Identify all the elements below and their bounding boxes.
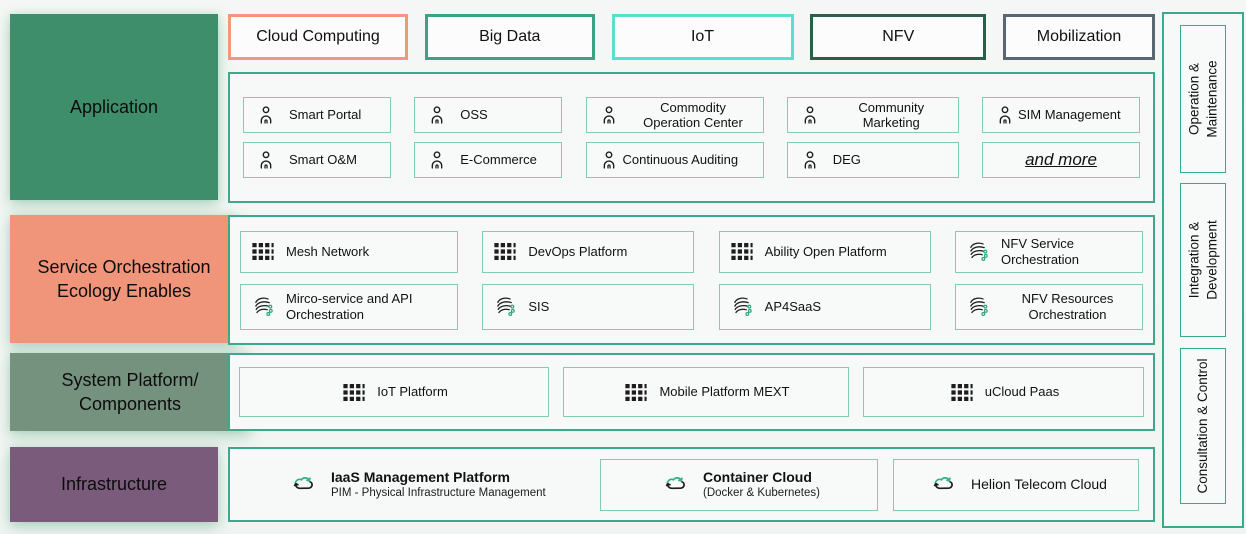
app-item-deg: DEG	[786, 142, 959, 178]
cloud-cycle-icon	[928, 474, 958, 495]
app-item-label: Smart Portal	[289, 107, 362, 123]
rail-box-operation-maintenance: Operation & Maintenance	[1180, 25, 1226, 173]
sys-item-label: IoT Platform	[377, 384, 448, 400]
sys-item-iot-platform: IoT Platform	[239, 367, 549, 417]
svc-item-label: AP4SaaS	[764, 298, 822, 314]
app-item-smart-portal: Smart Portal	[243, 97, 391, 133]
sys-item-mobile-platform-mext: Mobile Platform MEXT	[563, 367, 849, 417]
svc-item-devops-platform: DevOps Platform	[482, 230, 695, 273]
right-rail: Operation & Maintenance Integration & De…	[1162, 12, 1244, 528]
svc-item-nfv-resources-orchestration: NFV Resources Orchestration	[954, 283, 1143, 330]
app-item-label: DEG	[832, 152, 861, 168]
svc-item-label: NFV Resources Orchestration	[1021, 291, 1114, 322]
app-item-label: SIM Management	[1018, 107, 1121, 123]
rail-box-integration-development: Integration & Development	[1180, 183, 1226, 337]
service-mesh-icon	[494, 296, 516, 318]
grid-icon	[951, 384, 973, 401]
inf-item-title: Helion Telecom Cloud	[971, 475, 1107, 492]
technology-chips-row: Cloud Computing Big Data IoT NFV Mobiliz…	[228, 14, 1155, 60]
svc-item-label: DevOps Platform	[528, 243, 628, 259]
sys-item-ucloud-paas: uCloud Paas	[863, 367, 1144, 417]
layer-block-application: Application	[10, 14, 218, 200]
grid-icon	[731, 243, 753, 260]
chip-big-data: Big Data	[424, 14, 595, 60]
layer-block-system-platform: System Platform/ Components	[10, 353, 250, 431]
inf-item-subtitle: PIM - Physical Infrastructure Management	[331, 487, 546, 500]
chip-mobilization: Mobilization	[1003, 14, 1155, 60]
rail-box-consultation-control: Consultation & Control	[1180, 348, 1226, 504]
svc-item-label: Ability Open Platform	[764, 243, 887, 259]
app-item-and-more: and more	[982, 142, 1140, 178]
app-item-label: OSS	[460, 107, 488, 123]
svc-item-label: Mirco-service and API Orchestration	[286, 291, 413, 322]
person-icon	[598, 104, 620, 126]
cloud-cycle-icon	[288, 474, 318, 495]
svc-item-ap4saas: AP4SaaS	[718, 283, 931, 330]
app-item-e-commerce: E-Commerce	[414, 142, 563, 178]
svc-item-micro-service-api-orchestration: Mirco-service and API Orchestration	[240, 283, 458, 330]
svc-item-label: Mesh Network	[286, 243, 370, 259]
inf-item-container-cloud: Container Cloud (Docker & Kubernetes)	[599, 458, 878, 511]
chip-nfv: NFV	[810, 14, 987, 60]
app-item-label: Commodity Operation Center	[643, 99, 743, 130]
infrastructure-container: IaaS Management Platform PIM - Physical …	[228, 447, 1155, 522]
app-item-community-marketing: Community Marketing	[786, 97, 959, 133]
person-icon	[799, 104, 821, 126]
inf-item-title: Container Cloud	[703, 468, 812, 485]
service-orchestration-container: Mesh Network DevOps Platform Ability Ope…	[228, 215, 1155, 345]
grid-icon	[494, 243, 516, 260]
inf-item-subtitle: (Docker & Kubernetes)	[703, 487, 820, 500]
svc-item-ability-open-platform: Ability Open Platform	[718, 230, 931, 273]
app-item-label: Smart O&M	[289, 152, 357, 168]
svc-item-mesh-network: Mesh Network	[240, 230, 458, 273]
grid-icon	[252, 243, 274, 260]
service-mesh-icon	[731, 296, 753, 318]
app-item-label: Continuous Auditing	[622, 152, 739, 168]
svc-item-label: SIS	[528, 298, 550, 314]
layer-block-infrastructure: Infrastructure	[10, 447, 218, 522]
person-icon	[994, 104, 1016, 126]
svc-item-label: NFV Service Orchestration	[1000, 236, 1080, 267]
person-icon	[598, 149, 620, 171]
rail-label: Integration & Development	[1186, 220, 1219, 300]
person-icon	[799, 149, 821, 171]
svc-item-nfv-service-orchestration: NFV Service Orchestration	[954, 230, 1143, 273]
app-item-label: E-Commerce	[460, 152, 537, 168]
person-icon	[255, 149, 277, 171]
app-item-commodity-operation-center: Commodity Operation Center	[585, 97, 764, 133]
person-icon	[426, 104, 448, 126]
chip-cloud-computing: Cloud Computing	[228, 14, 408, 60]
sys-item-label: uCloud Paas	[984, 384, 1060, 400]
grid-icon	[625, 384, 647, 401]
inf-item-title: IaaS Management Platform	[331, 468, 510, 485]
cloud-cycle-icon	[660, 474, 690, 495]
app-item-smart-om: Smart O&M	[243, 142, 391, 178]
person-icon	[426, 149, 448, 171]
layer-block-service-orchestration: Service Orchestration Ecology Enables	[10, 215, 238, 343]
svc-item-sis: SIS	[482, 283, 695, 330]
app-item-label: Community Marketing	[858, 99, 925, 130]
service-mesh-icon	[252, 296, 274, 318]
app-item-oss: OSS	[414, 97, 563, 133]
person-icon	[255, 104, 277, 126]
app-item-sim-management: SIM Management	[982, 97, 1140, 133]
service-mesh-icon	[967, 296, 989, 318]
inf-item-iaas-management-platform: IaaS Management Platform PIM - Physical …	[244, 459, 584, 511]
app-item-label: and more	[1025, 149, 1097, 169]
application-container: Smart Portal OSS Commodity Operation Cen…	[228, 72, 1155, 203]
system-platform-container: IoT Platform Mobile Platform MEXT uCloud…	[228, 353, 1155, 431]
grid-icon	[343, 384, 365, 401]
rail-label: Consultation & Control	[1195, 358, 1211, 494]
chip-iot: IoT	[611, 14, 794, 60]
app-item-continuous-auditing: Continuous Auditing	[585, 142, 764, 178]
service-mesh-icon	[967, 241, 989, 263]
rail-label: Operation & Maintenance	[1186, 60, 1219, 138]
inf-item-helion-telecom-cloud: Helion Telecom Cloud	[893, 458, 1139, 511]
sys-item-label: Mobile Platform MEXT	[659, 384, 790, 400]
